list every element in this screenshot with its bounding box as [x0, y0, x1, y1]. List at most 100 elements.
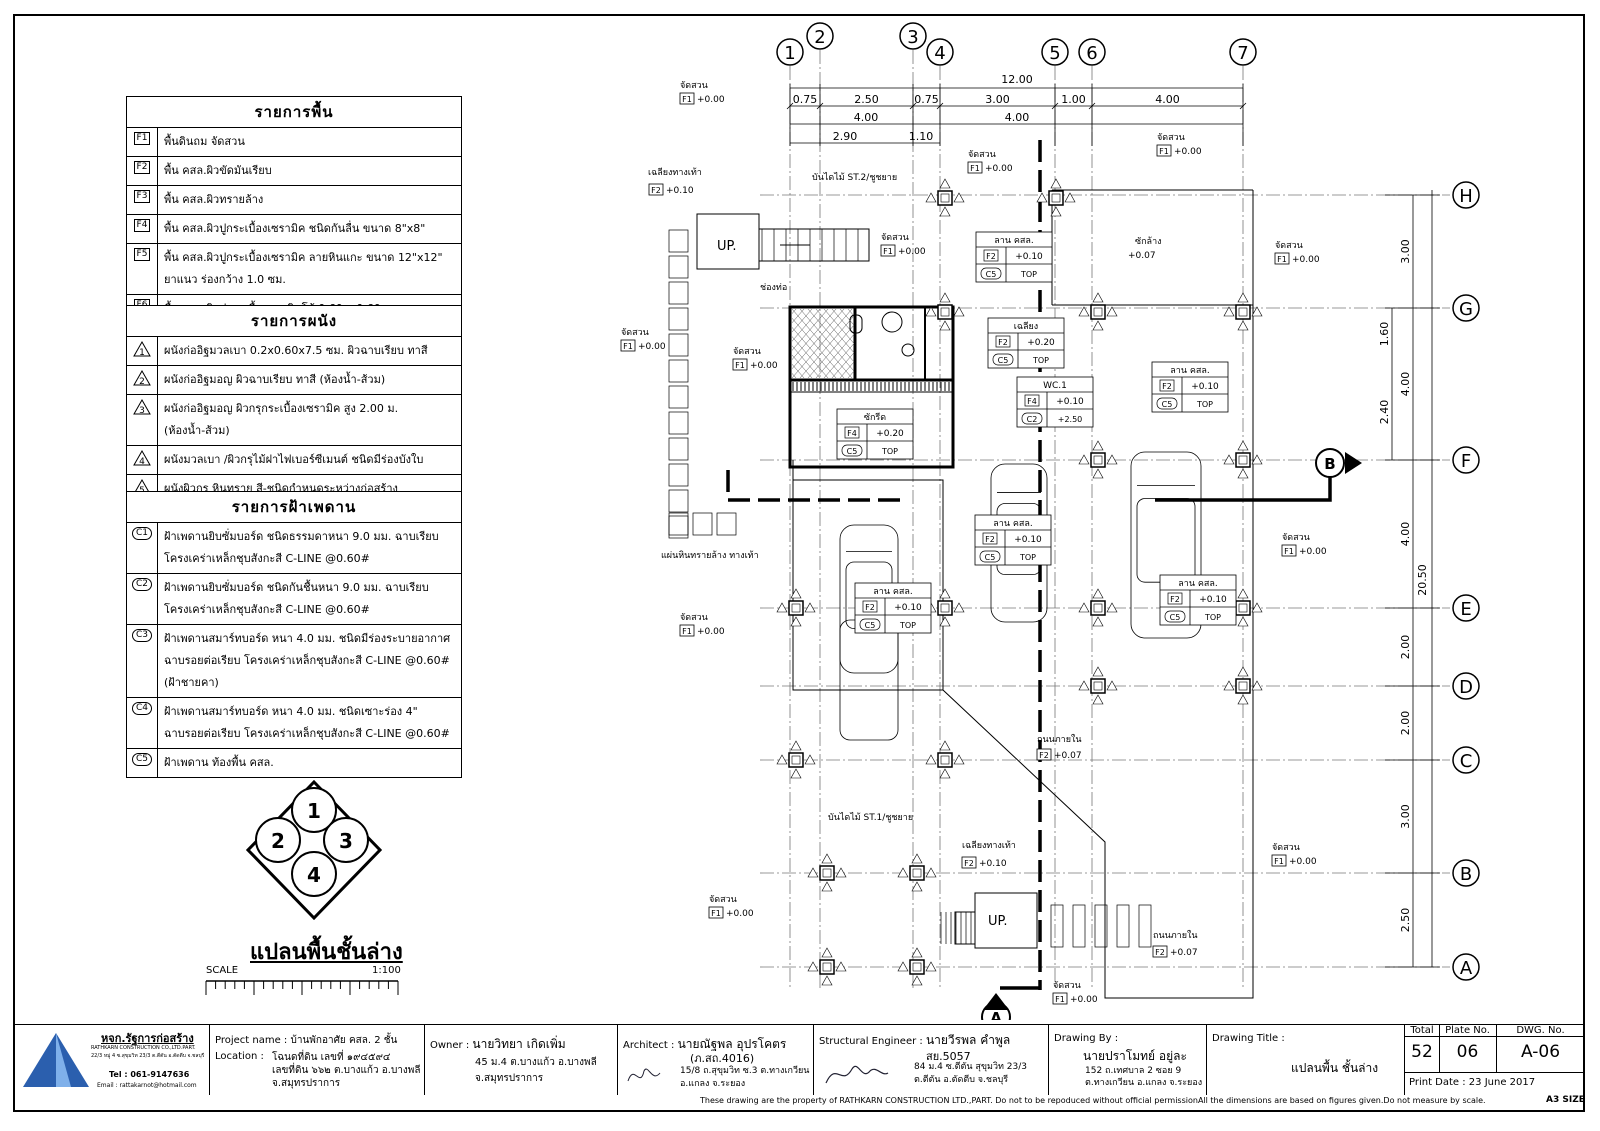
column-marker [925, 588, 965, 627]
room-name: ซักรีด [864, 412, 886, 423]
engineer-label: Structural Engineer : [819, 1036, 923, 1047]
dimension-text: 2.00 [1399, 635, 1412, 660]
dimension-text: 4.00 [1399, 522, 1412, 547]
column-marker [776, 588, 816, 627]
wall-schedule-code: 3 [133, 398, 151, 418]
plan-title: แปลนพื้นชั้นล่าง [250, 940, 403, 965]
column-marker [1223, 440, 1263, 479]
copyright-footnote: These drawing are the property of RATHKA… [700, 1096, 1486, 1105]
grid-label-row: B [1460, 864, 1472, 885]
architect-cell: Architect : นายณัฐพล อุปรโคตร (ภ.สถ.4016… [618, 1025, 814, 1095]
room-name: WC.1 [1043, 381, 1067, 391]
floor-schedule-desc: พื้นดินถม จัดสวน [164, 135, 245, 148]
room-label: จัดสวน [621, 328, 649, 338]
legend-num-2: 2 [271, 829, 285, 853]
floor-schedule-title: รายการพื้น [127, 97, 461, 128]
svg-text:2: 2 [139, 377, 145, 386]
room-label: ซักล้าง [1135, 236, 1162, 247]
drawing-title-label: Drawing Title : [1212, 1033, 1285, 1044]
floor-level: +0.00 [697, 95, 725, 105]
floor-tag: F2+0.10 [961, 856, 1007, 869]
floor-level: +0.00 [1289, 857, 1317, 867]
floor-schedule-code: F5 [133, 248, 151, 261]
floor-tag-code: F4 [847, 429, 857, 438]
architect-license: (ภ.สถ.4016) [690, 1052, 755, 1065]
floor-level: +0.00 [750, 361, 778, 371]
floor-tag-code: F2 [1170, 595, 1180, 604]
room-label: ถนนภายใน [1153, 930, 1198, 941]
floor-tag-code: F2 [1039, 751, 1049, 760]
grid-label-col: 6 [1086, 43, 1097, 64]
engineer-cell: Structural Engineer : นายวีรพล คำพูล สย.… [814, 1025, 1049, 1095]
floor-tag-code: F2 [985, 535, 995, 544]
room-label: เฉลียงทางเท้า [962, 840, 1016, 851]
ceiling-tag-code: C5 [1170, 613, 1181, 622]
plate-value: 06 [1456, 1042, 1479, 1062]
ceiling-schedule-code: C5 [131, 753, 152, 766]
room-label: +0.07 [1128, 251, 1156, 261]
company-logo [23, 1033, 89, 1087]
wall-schedule-code: 1 [133, 340, 151, 360]
floor-level: +0.00 [1070, 995, 1098, 1005]
room-label: จัดสวน [1157, 133, 1185, 143]
floor-tag-code: F1 [623, 342, 633, 351]
floor-tag-code: F1 [1277, 255, 1287, 264]
floor-level: +0.10 [1056, 397, 1084, 407]
floor-level: +0.00 [1299, 547, 1327, 557]
column-marker [1036, 178, 1076, 217]
dimension-text: 0.75 [793, 93, 818, 106]
floor-tag-code: F2 [964, 859, 974, 868]
print-date: Print Date : 23 June 2017 [1409, 1077, 1536, 1088]
floor-level: +0.00 [697, 627, 725, 637]
room-label: บันไดไม้ ST.1/ชูชยาย [828, 812, 913, 823]
ceiling-schedule-desc: ฝ้าเพดานยิบซั่มบอร์ด ชนิดธรรมดาหนา 9.0 ม… [164, 530, 439, 565]
architect-address: 15/8 ถ.สุขุมวิท ซ.3 ต.ทางเกวียน อ.แกลง จ… [680, 1066, 810, 1089]
dimension-text: 1.10 [909, 130, 934, 143]
svg-text:1: 1 [139, 348, 145, 357]
architect-signature [627, 1068, 661, 1082]
grid-bubble-row [1452, 294, 1480, 322]
ceiling-schedule-desc: ฝ้าเพดานสมาร์ทบอร์ด หนา 4.0 มม. ชนิดเซาะ… [164, 705, 450, 740]
room-name: ลาน คสล. [1170, 366, 1209, 376]
column-marker [1223, 666, 1263, 705]
ceiling-level: TOP [881, 447, 898, 456]
floor-tag: F1+0.00 [880, 244, 926, 257]
drawing-by-address: 152 ถ.เทศบาล 2 ซอย 9 ต.ทางเกวียน อ.แกลง … [1085, 1066, 1203, 1088]
scale-value: 1:100 [372, 965, 401, 976]
ceiling-tag-code: C5 [986, 270, 997, 279]
floor-tag-code: F1 [1055, 995, 1065, 1004]
room-label: จัดสวน [680, 613, 708, 623]
floor-tag: F1+0.00 [679, 92, 725, 105]
ceiling-level: +2.50 [1058, 415, 1083, 424]
room-label: ถนนภายใน [1037, 734, 1082, 745]
grid-label-row: A [1460, 958, 1473, 979]
owner-value: นายวิทยา เกิดเพิ่ม [472, 1037, 566, 1051]
room-label: จัดสวน [1275, 241, 1303, 251]
section-marker-B: B [1315, 448, 1362, 478]
column-marker [776, 740, 816, 779]
column-marker [1078, 666, 1118, 705]
floor-tag-code: F1 [735, 361, 745, 370]
floor-tag-code: F1 [1159, 147, 1169, 156]
floor-tag: F1+0.00 [967, 161, 1013, 174]
floor-level: +0.10 [666, 186, 694, 196]
engineer-signature [825, 1065, 889, 1084]
floor-tag: F1+0.00 [1271, 854, 1317, 867]
owner-cell: Owner : นายวิทยา เกิดเพิ่ม 45 ม.4 ต.บางแ… [425, 1025, 618, 1095]
floor-level: +0.07 [1054, 751, 1082, 761]
floor-tag-code: F2 [998, 338, 1008, 347]
ceiling-level: TOP [1196, 400, 1213, 409]
ceiling-tag-code: C5 [865, 621, 876, 630]
owner-address: 45 ม.4 ต.บางแก้ว อ.บางพลี จ.สมุทรปราการ [475, 1057, 597, 1084]
room-name: ลาน คสล. [993, 519, 1032, 529]
room-label: จัดสวน [881, 233, 909, 243]
